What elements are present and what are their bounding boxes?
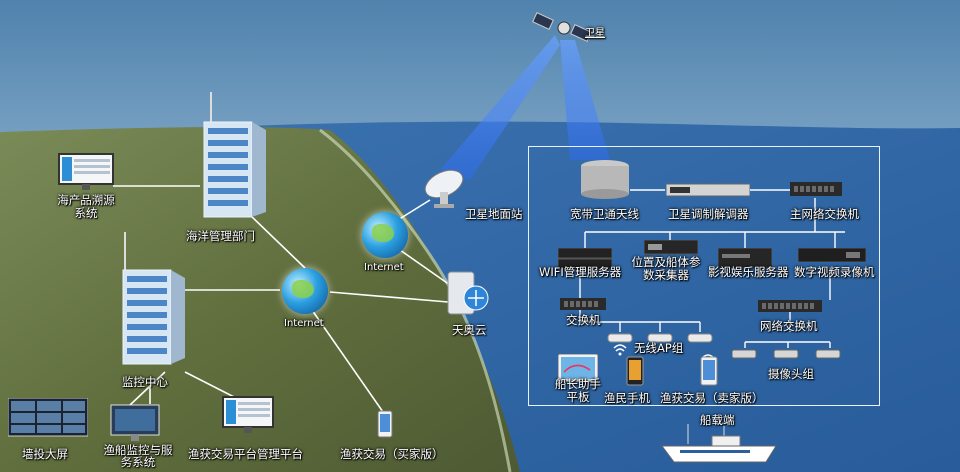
seller-phone-icon <box>700 356 718 386</box>
fishing-monitor-label: 渔船监控与服务系统 <box>103 443 173 469</box>
satellite-icon <box>532 12 592 42</box>
satellite-label: 卫星 <box>585 28 605 39</box>
modem-label: 卫星调制解调器 <box>668 207 749 221</box>
trade-buyer-label: 渔获交易（买家版） <box>340 447 444 461</box>
captain-tablet-label: 船长助手平板 <box>555 377 601 404</box>
media-server-icon <box>718 248 772 268</box>
wifi-server-label: WIFI管理服务器 <box>539 265 622 279</box>
internet-top-label: Internet <box>364 262 404 273</box>
wall-screen-icon <box>8 398 88 437</box>
main-switch-label: 主网络交换机 <box>790 207 859 221</box>
wall-screen-label: 墙投大屏 <box>22 447 68 461</box>
wideband-antenna-label: 宽带卫通天线 <box>570 207 639 221</box>
wireless-ap-group-icon <box>607 333 713 343</box>
wifi-server-icon <box>558 248 612 270</box>
ap-group-label: 无线AP组 <box>634 341 684 355</box>
switch-icon <box>560 298 606 310</box>
cloud-server-icon <box>447 271 489 315</box>
ground-station-label: 卫星地面站 <box>465 207 523 221</box>
fisher-phone-label: 渔民手机 <box>604 391 650 405</box>
dvr-label: 数字视频录像机 <box>794 265 875 279</box>
position-collector-label: 位置及船体参数采集器 <box>631 255 701 282</box>
media-server-label: 影视娱乐服务器 <box>708 265 789 279</box>
traceability-monitor-icon <box>58 153 114 190</box>
internet-mid-label: Internet <box>284 318 324 329</box>
seafood-trace-label: 海产品溯源系统 <box>57 193 115 220</box>
internet-globe-icon <box>362 212 408 258</box>
trade-seller-label: 渔获交易（卖家版） <box>660 391 764 405</box>
captain-tablet-icon <box>558 354 598 382</box>
ocean-dept-building-icon <box>203 92 266 218</box>
trade-platform-label: 渔获交易平台管理平台 <box>188 447 303 461</box>
net-switch-label: 网络交换机 <box>760 319 818 333</box>
cloud-label: 天奥云 <box>452 323 487 337</box>
ocean-dept-label: 海洋管理部门 <box>186 229 255 243</box>
internet-globe-icon <box>282 268 328 314</box>
monitor-center-label: 监控中心 <box>122 375 168 389</box>
fishing-ship-icon <box>661 424 777 463</box>
camera-group-icon <box>732 349 841 359</box>
ship-system-frame <box>528 146 880 406</box>
buyer-phone-icon <box>377 410 393 438</box>
switch-label: 交换机 <box>566 313 601 327</box>
wifi-signal-icon <box>613 344 627 356</box>
network-switch-icon <box>758 300 822 312</box>
fisher-phone-icon <box>626 356 644 386</box>
main-switch-icon <box>790 182 842 196</box>
trade-platform-monitor-icon <box>222 396 274 433</box>
monitor-center-building-icon <box>122 232 185 365</box>
fishing-monitor-screen-icon <box>110 404 160 441</box>
satellite-dish-icon <box>424 169 464 208</box>
ship-side-label: 船载端 <box>700 413 735 427</box>
satellite-modem-icon <box>666 183 750 197</box>
dvr-icon <box>798 248 866 262</box>
wideband-antenna-icon <box>581 160 629 199</box>
camera-group-label: 摄像头组 <box>768 367 814 381</box>
position-collector-icon <box>644 240 698 255</box>
